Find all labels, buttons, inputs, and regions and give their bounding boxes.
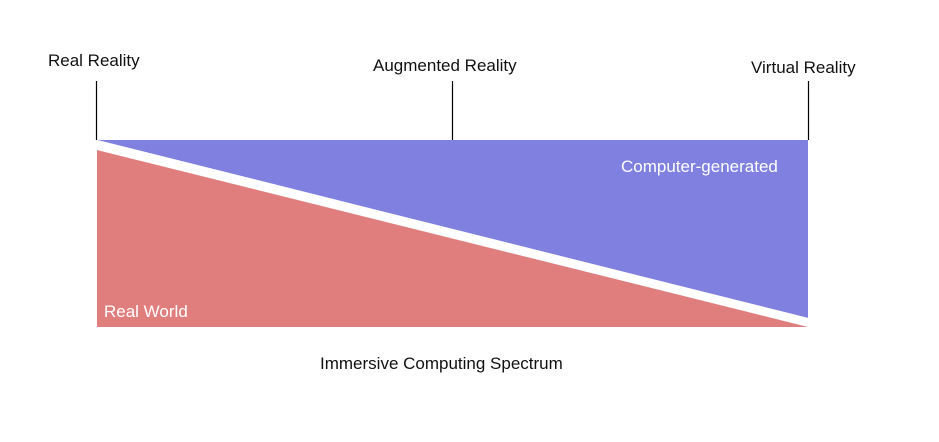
real-world-label: Real World <box>104 302 188 321</box>
label-virtual-reality: Virtual Reality <box>751 58 856 77</box>
real-world-region <box>97 150 808 327</box>
label-augmented-reality: Augmented Reality <box>373 56 517 75</box>
separator-band <box>96 140 809 326</box>
computer-generated-label: Computer-generated <box>621 157 778 176</box>
diagram-caption: Immersive Computing Spectrum <box>320 354 563 373</box>
label-real-reality: Real Reality <box>48 51 140 70</box>
